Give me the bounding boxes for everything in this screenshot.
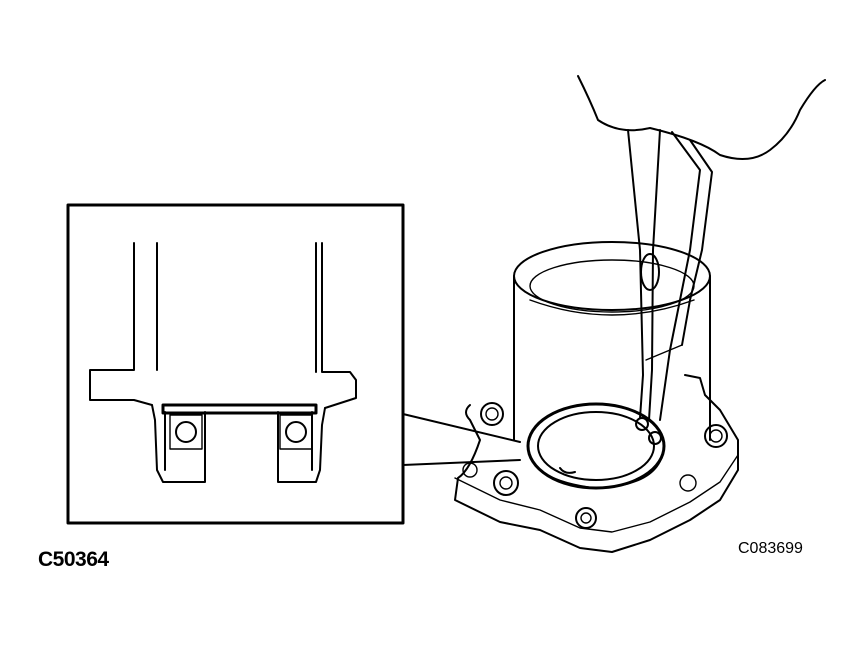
inset-snap-ring [161,403,318,415]
snap-ring-pliers [627,129,713,445]
technician-hand [577,75,826,160]
inset-right-housing [277,242,357,483]
flange-bolt-holes [462,402,728,529]
inset-left-housing [89,242,206,483]
detail-inset [66,203,405,525]
illustration-code-label: C083699 [738,540,803,557]
inset-frame [66,203,405,525]
housing-flange [454,374,739,553]
inset-bearing-left [169,414,203,450]
housing-assembly [454,241,739,553]
inset-bearing-right [279,414,313,450]
bore-snap-ring [526,402,666,490]
figure-code-label: C50364 [38,548,109,571]
callout-lines [402,413,521,466]
housing-cylinder [513,241,711,441]
